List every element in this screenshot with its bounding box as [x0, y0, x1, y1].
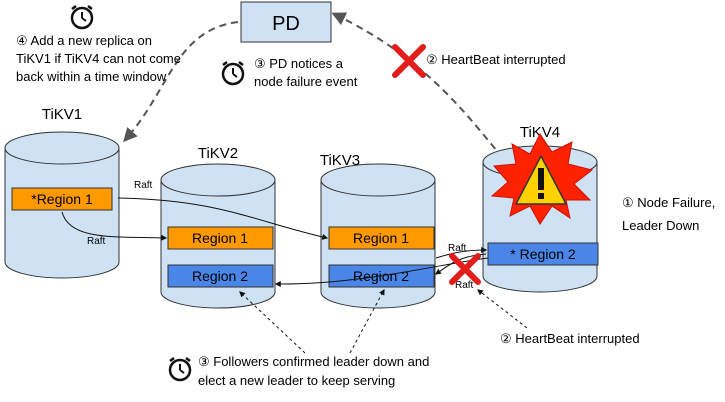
tikv4-to-pd-heartbeat-arrow — [331, 12, 504, 159]
tikv3-region1: Region 1 — [328, 226, 435, 250]
raft-label-1: Raft — [134, 180, 153, 191]
timer-icon — [70, 5, 94, 30]
tikv2-region1: Region 1 — [167, 226, 274, 250]
pd-to-tikv1-arrow — [123, 21, 239, 143]
timer-icon — [168, 357, 192, 382]
pd-label: PD — [272, 13, 300, 35]
raft-arrow-tikv1-to-tikv3 — [117, 197, 329, 240]
step4-line1: ④ Add a new replica on — [16, 33, 152, 48]
tikv1-region1-leader: *Region 1 — [11, 187, 113, 211]
heartbeat-bottom-text: ② HeartBeat interrupted — [500, 331, 640, 346]
svg-text:Region 2: Region 2 — [192, 268, 248, 284]
node-failure-line1: ① Node Failure, — [622, 195, 715, 210]
tikv2-label: TiKV2 — [198, 145, 238, 162]
tikv3-label: TiKV3 — [320, 152, 360, 169]
step4-line3: back within a time window — [16, 69, 167, 84]
svg-text:*Region 1: *Region 1 — [31, 191, 93, 207]
tikv4-region2-leader: * Region 2 — [487, 242, 599, 266]
tikv1-label: TiKV1 — [42, 106, 82, 123]
svg-text:Region 1: Region 1 — [192, 230, 248, 246]
followers-line2: elect a new leader to keep serving — [198, 373, 395, 388]
step3-pd-line2: node failure event — [254, 74, 358, 89]
node-failure-line2: Leader Down — [622, 218, 699, 233]
followers-line1: ③ Followers confirmed leader down and — [198, 354, 429, 369]
svg-text:* Region 2: * Region 2 — [510, 246, 576, 262]
timer-icon — [221, 61, 245, 86]
step4-line2: TiKV1 if TiKV4 can not come — [16, 51, 181, 66]
step3-pd-line1: ③ PD notices a — [254, 56, 344, 71]
raft-label-4: Raft — [455, 280, 474, 291]
tikv2-region2: Region 2 — [167, 264, 274, 288]
heartbeat-top-text: ② HeartBeat interrupted — [426, 52, 566, 67]
raft-interrupted-cross-icon — [449, 253, 481, 285]
heartbeat-bottom-arrow — [477, 289, 528, 329]
raft-arrow-tikv1-to-tikv2 — [61, 211, 168, 241]
heartbeat-interrupted-cross-icon — [392, 44, 426, 78]
svg-text:Region 1: Region 1 — [353, 230, 409, 246]
tikv4-label: TiKV4 — [520, 124, 560, 141]
raft-label-2: Raft — [87, 236, 106, 247]
warning-burst-icon — [490, 133, 594, 225]
pd-node: PD — [240, 1, 332, 43]
raft-arrow-tikv3-to-tikv4 — [435, 247, 488, 259]
raft-label-3: Raft — [448, 243, 467, 254]
followers-to-tikv2-arrow — [239, 291, 306, 354]
